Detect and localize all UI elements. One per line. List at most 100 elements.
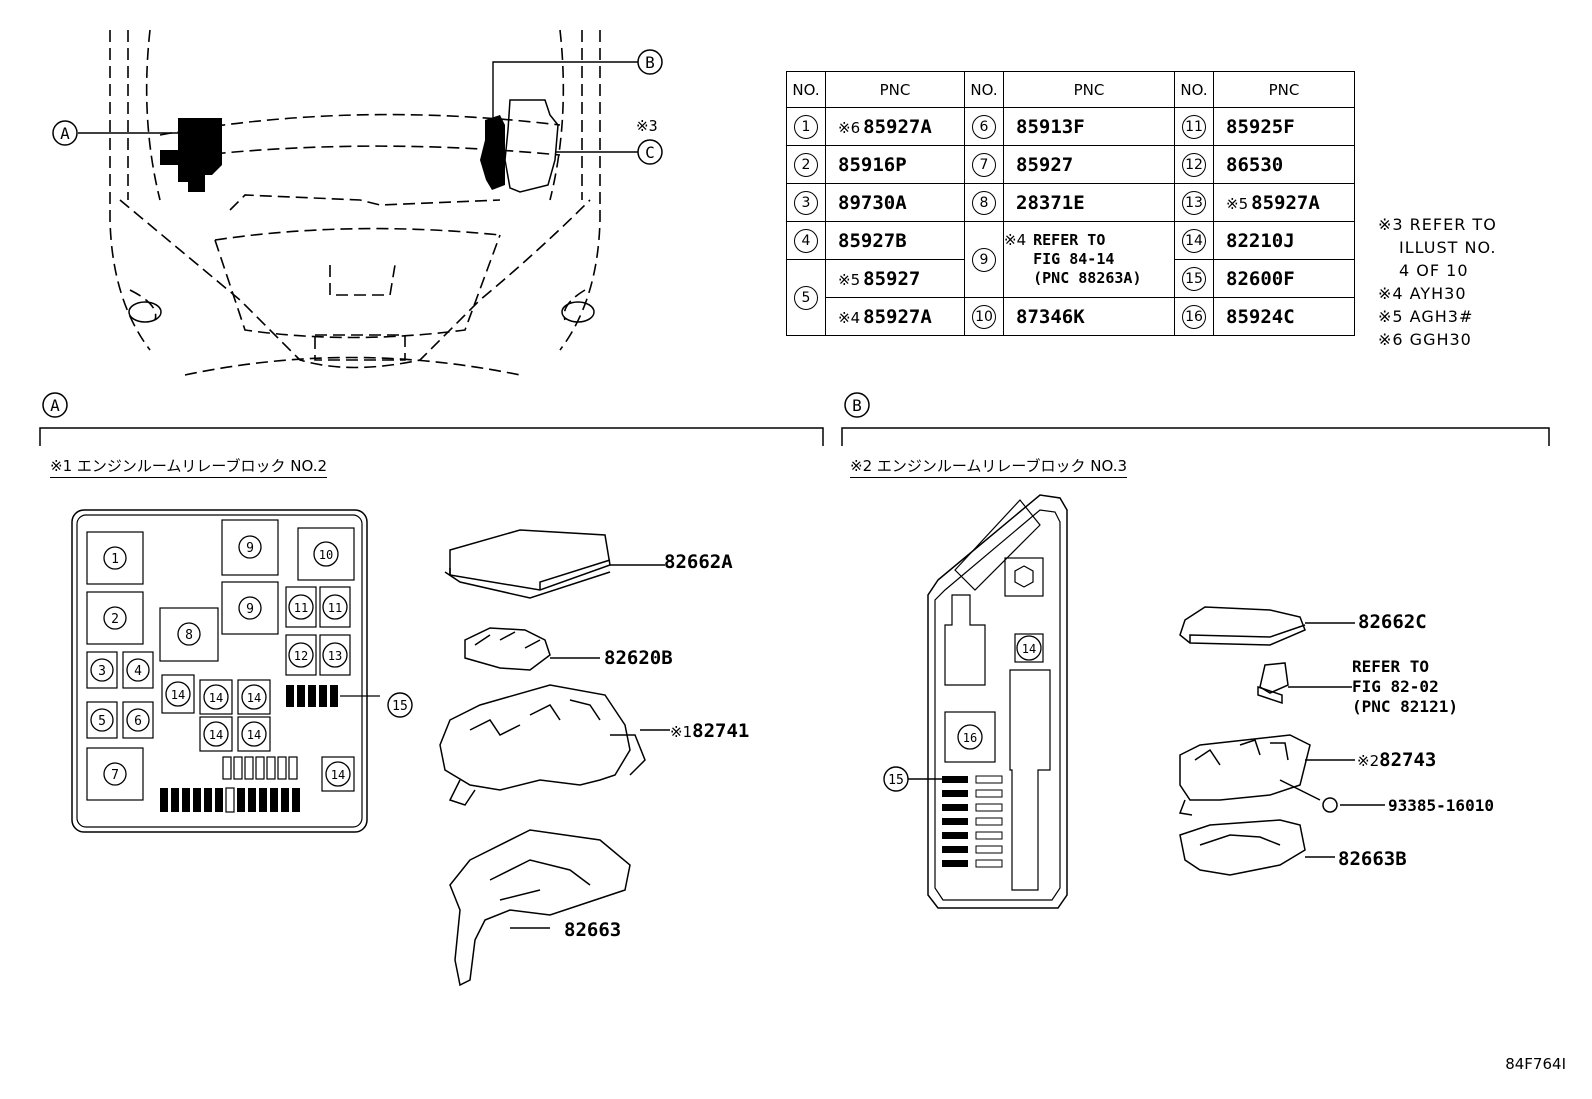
part-82741: ※182741 bbox=[670, 720, 749, 742]
row-note-mark: ※6 bbox=[838, 118, 861, 137]
part-93385-16010: 93385-16010 bbox=[1388, 796, 1494, 815]
part-82663b: 82663B bbox=[1338, 848, 1407, 870]
note-4: ※4 AYH30 bbox=[1378, 284, 1467, 303]
header-no-1: NO. bbox=[786, 71, 826, 108]
block-a-num-14: 14 bbox=[247, 691, 261, 705]
row-pnc: 85927A bbox=[1251, 191, 1320, 214]
row-note-mark: ※4 bbox=[838, 308, 861, 327]
row-pnc: 85927B bbox=[838, 229, 907, 252]
callout-15-a: 15 bbox=[387, 692, 413, 718]
parts-a-illustration bbox=[439, 529, 670, 987]
header-no-2: NO. bbox=[964, 71, 1004, 108]
header-no-3: NO. bbox=[1174, 71, 1214, 108]
row-number: 5 bbox=[794, 285, 818, 310]
section-a-callout: A bbox=[50, 396, 60, 415]
block-a-num-7: 7 bbox=[111, 768, 119, 783]
row-pnc: 85927 bbox=[863, 267, 921, 290]
row-number: 14 bbox=[1182, 228, 1206, 253]
row-pnc: 86530 bbox=[1226, 153, 1284, 176]
parts-b-illustration bbox=[1178, 606, 1385, 876]
block-a-num-14: 14 bbox=[209, 728, 223, 742]
footnotes: ※3 REFER TO ILLUST NO. 4 OF 10 ※4 AYH30 … bbox=[1378, 213, 1497, 351]
svg-text:15: 15 bbox=[888, 773, 904, 788]
section-b-title: ※2 エンジンルームリレーブロック NO.3 bbox=[850, 455, 1128, 478]
row-number: 4 bbox=[794, 228, 818, 253]
block-b-num-14: 14 bbox=[1022, 642, 1036, 656]
part-82663: 82663 bbox=[564, 919, 622, 941]
callout-c-note: ※3 bbox=[636, 117, 658, 135]
part-82743-mark: ※2 bbox=[1357, 752, 1380, 770]
row-number: 8 bbox=[972, 190, 996, 215]
part-82662a: 82662A bbox=[664, 551, 733, 573]
note-3-line2: ILLUST NO. bbox=[1399, 238, 1497, 257]
callout-a: A bbox=[60, 124, 70, 143]
row-note-mark: ※4 bbox=[1004, 231, 1027, 249]
row-number: 12 bbox=[1182, 152, 1206, 177]
row-pnc: 85927A bbox=[863, 115, 932, 138]
block-a-num-9: 9 bbox=[246, 541, 254, 556]
row-number: 7 bbox=[972, 152, 996, 177]
block-b-num-16: 16 bbox=[963, 731, 977, 745]
refer-line: REFER TO bbox=[1033, 231, 1106, 249]
block-a-num-14: 14 bbox=[247, 728, 261, 742]
row-pnc: 85924C bbox=[1226, 305, 1295, 328]
row-number: 3 bbox=[794, 190, 818, 215]
block-a-num-5: 5 bbox=[98, 714, 106, 729]
part-82743: ※282743 bbox=[1357, 749, 1436, 771]
block-a-num-13: 13 bbox=[328, 649, 342, 663]
part-82662c: 82662C bbox=[1358, 611, 1427, 633]
section-b-callout: B bbox=[852, 396, 862, 415]
row-note-mark: ※5 bbox=[1226, 194, 1249, 213]
row-pnc: 82210J bbox=[1226, 229, 1295, 252]
note-6: ※6 GGH30 bbox=[1378, 330, 1472, 349]
row-number: 16 bbox=[1182, 304, 1206, 329]
block-a-num-1: 1 bbox=[111, 552, 119, 567]
block-a-num-4: 4 bbox=[134, 664, 142, 679]
row-note-mark: ※5 bbox=[838, 270, 861, 289]
part-82741-number: 82741 bbox=[692, 720, 750, 742]
note-5: ※5 AGH3# bbox=[1378, 307, 1474, 326]
callout-c: C bbox=[645, 143, 655, 162]
row-pnc: 85913F bbox=[1016, 115, 1085, 138]
part-82741-mark: ※1 bbox=[670, 723, 693, 741]
row-number: 1 bbox=[794, 114, 818, 139]
row-pnc: 85925F bbox=[1226, 115, 1295, 138]
refer-82121: REFER TO FIG 82-02 (PNC 82121) bbox=[1352, 657, 1458, 717]
table-row: 2 85916P 7 85927 12 86530 bbox=[786, 145, 1355, 184]
row-pnc: 87346K bbox=[1016, 305, 1085, 328]
header-pnc-2: PNC bbox=[1003, 71, 1175, 108]
block-a-num-2: 2 bbox=[111, 612, 119, 627]
block-a-num-11: 11 bbox=[294, 601, 308, 615]
part-82620b: 82620B bbox=[604, 647, 673, 669]
row-pnc: 89730A bbox=[838, 191, 907, 214]
block-a-num-14: 14 bbox=[171, 688, 185, 702]
refer-line: FIG 84-14 bbox=[1033, 250, 1115, 268]
refer-line: REFER TO bbox=[1352, 657, 1430, 676]
block-a-num-14: 14 bbox=[209, 691, 223, 705]
callout-b: B bbox=[645, 53, 655, 72]
svg-text:15: 15 bbox=[392, 699, 408, 714]
row-number: 11 bbox=[1182, 114, 1206, 139]
section-brackets: A B bbox=[39, 392, 1550, 446]
section-a-title: ※1 エンジンルームリレーブロック NO.2 bbox=[50, 455, 328, 478]
table-row: 4 85927B 9 ※4 REFER TO FIG 84-14 (PNC 88… bbox=[786, 221, 1355, 298]
row-pnc: 85916P bbox=[838, 153, 907, 176]
block-a-num-3: 3 bbox=[98, 664, 106, 679]
row-pnc: 28371E bbox=[1016, 191, 1085, 214]
refer-line: (PNC 88263A) bbox=[1033, 269, 1142, 287]
block-a-num-8: 8 bbox=[185, 628, 193, 643]
vehicle-front-illustration: A B C ※3 bbox=[52, 29, 663, 376]
row-number: 6 bbox=[972, 114, 996, 139]
block-a-num-11: 11 bbox=[328, 601, 342, 615]
block-a-num-9: 9 bbox=[246, 602, 254, 617]
block-a-num-6: 6 bbox=[134, 714, 142, 729]
row-pnc: 82600F bbox=[1226, 267, 1295, 290]
relay-block-a-layout: 1 2 3 4 5 6 7 8 9 9 10 11 11 12 13 14 14… bbox=[71, 509, 380, 833]
header-pnc-1: PNC bbox=[825, 71, 965, 108]
block-a-num-12: 12 bbox=[294, 649, 308, 663]
